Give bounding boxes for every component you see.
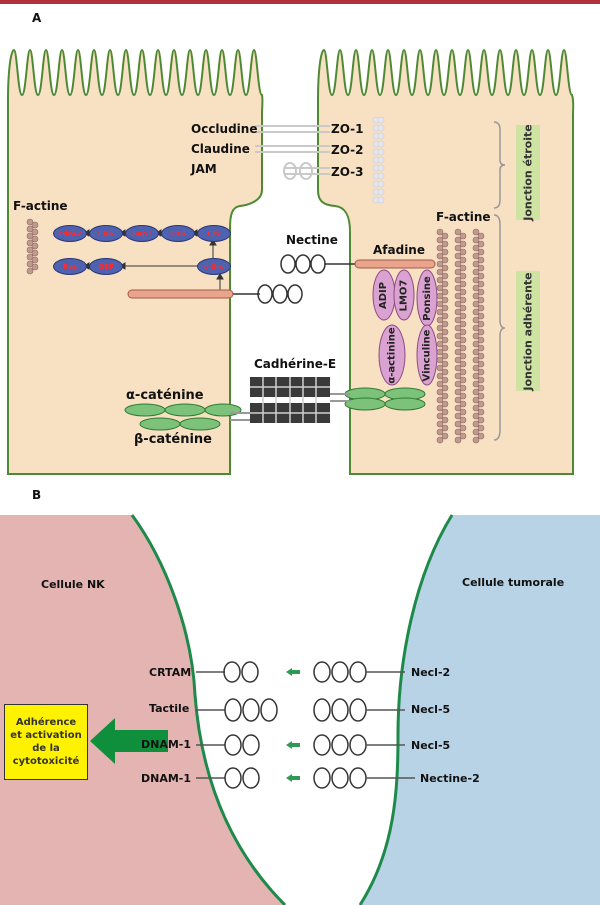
tight-junction-tag: Jonction étroite — [516, 124, 540, 221]
adherens-protein-cluster — [372, 269, 438, 386]
node-crk: Crk — [197, 225, 231, 242]
nectine-label: Nectine — [286, 233, 338, 247]
afadin-bar-left — [127, 289, 234, 299]
f-actine-left-label: F-actine — [13, 199, 68, 213]
node-c3g: C3G — [161, 225, 195, 242]
tumor-cell-label: Cellule tumorale — [462, 576, 565, 589]
dnam1-label-2: DNAM-1 — [141, 772, 192, 785]
tight-junction-strands — [255, 125, 330, 180]
left-epithelial-cell — [7, 48, 264, 475]
e-cadherin-grid — [250, 377, 330, 423]
node-cdc42: cdc42 — [53, 225, 87, 242]
jam-label: JAM — [191, 162, 217, 176]
tumor-cell-body — [360, 515, 600, 905]
alpha-actinine-label: α-actinine — [386, 326, 398, 384]
vinculine-label: Vinculine — [421, 329, 433, 381]
zo3-label: ZO-3 — [331, 165, 364, 179]
node-frg: FRG — [89, 225, 123, 242]
binding-arrows — [286, 668, 300, 782]
necl5-label-1: Necl-5 — [411, 703, 451, 716]
f-actine-right-label: F-actine — [436, 210, 491, 224]
f-actin-filament-left — [26, 218, 39, 275]
dnam1-label-1: DNAM-1 — [141, 738, 192, 751]
node-rap1: Rap1 — [125, 225, 159, 242]
nk-cell-label: Cellule NK — [41, 578, 105, 591]
cadherine-label: Cadhérine-E — [254, 357, 337, 371]
catenin-chain-left — [124, 403, 242, 431]
nectin-left — [257, 284, 303, 304]
zo1-label: ZO-1 — [331, 122, 364, 136]
node-rac: Rac — [53, 258, 87, 275]
tumor-ligands — [313, 661, 415, 789]
panel-a-letter: A — [32, 11, 42, 25]
adherens-junction-tag: Jonction adhérente — [516, 271, 540, 391]
claudine-label: Claudine — [191, 142, 250, 156]
lmo7-label: LMO7 — [398, 279, 410, 311]
necl2-label: Necl-2 — [411, 666, 451, 679]
panel-a — [7, 48, 575, 475]
ponsine-label: Ponsine — [421, 275, 433, 321]
adherens-junction-bracket — [493, 214, 506, 441]
tight-junction-bracket — [493, 121, 506, 209]
adip-label: ADIP — [378, 281, 390, 309]
nectin-right — [280, 254, 355, 274]
node-c-src: c-Src — [197, 258, 231, 275]
afadine-label: Afadine — [373, 243, 425, 257]
panel-b-letter: B — [32, 488, 42, 502]
tumor-cell-membrane — [358, 514, 454, 905]
afadin-bar-right — [354, 259, 436, 269]
catenin-chain-right — [344, 387, 426, 411]
necl5-label-2: Necl-5 — [411, 739, 451, 752]
crtam-label: CRTAM — [149, 666, 192, 679]
f-actin-bundles-right — [436, 228, 485, 444]
activation-arrow-icon — [90, 718, 168, 764]
tactile-label: Tactile — [149, 702, 190, 715]
alpha-catenine-label: α-caténine — [126, 388, 204, 403]
zo-bead-chain — [372, 116, 385, 204]
nk-cell-membrane — [130, 514, 287, 905]
nk-receptors — [196, 661, 278, 789]
node-gef: GEF — [89, 258, 123, 275]
panel-b — [0, 514, 600, 905]
nk-cell-body — [0, 515, 285, 905]
zo2-label: ZO-2 — [331, 143, 364, 157]
top-accent-bar — [0, 0, 600, 4]
beta-catenine-label: β-caténine — [134, 432, 212, 447]
occludine-label: Occludine — [191, 122, 258, 136]
nectine2-label: Nectine-2 — [420, 772, 480, 785]
adhesion-callout-box: Adhérence et activation de la cytotoxici… — [4, 704, 88, 780]
